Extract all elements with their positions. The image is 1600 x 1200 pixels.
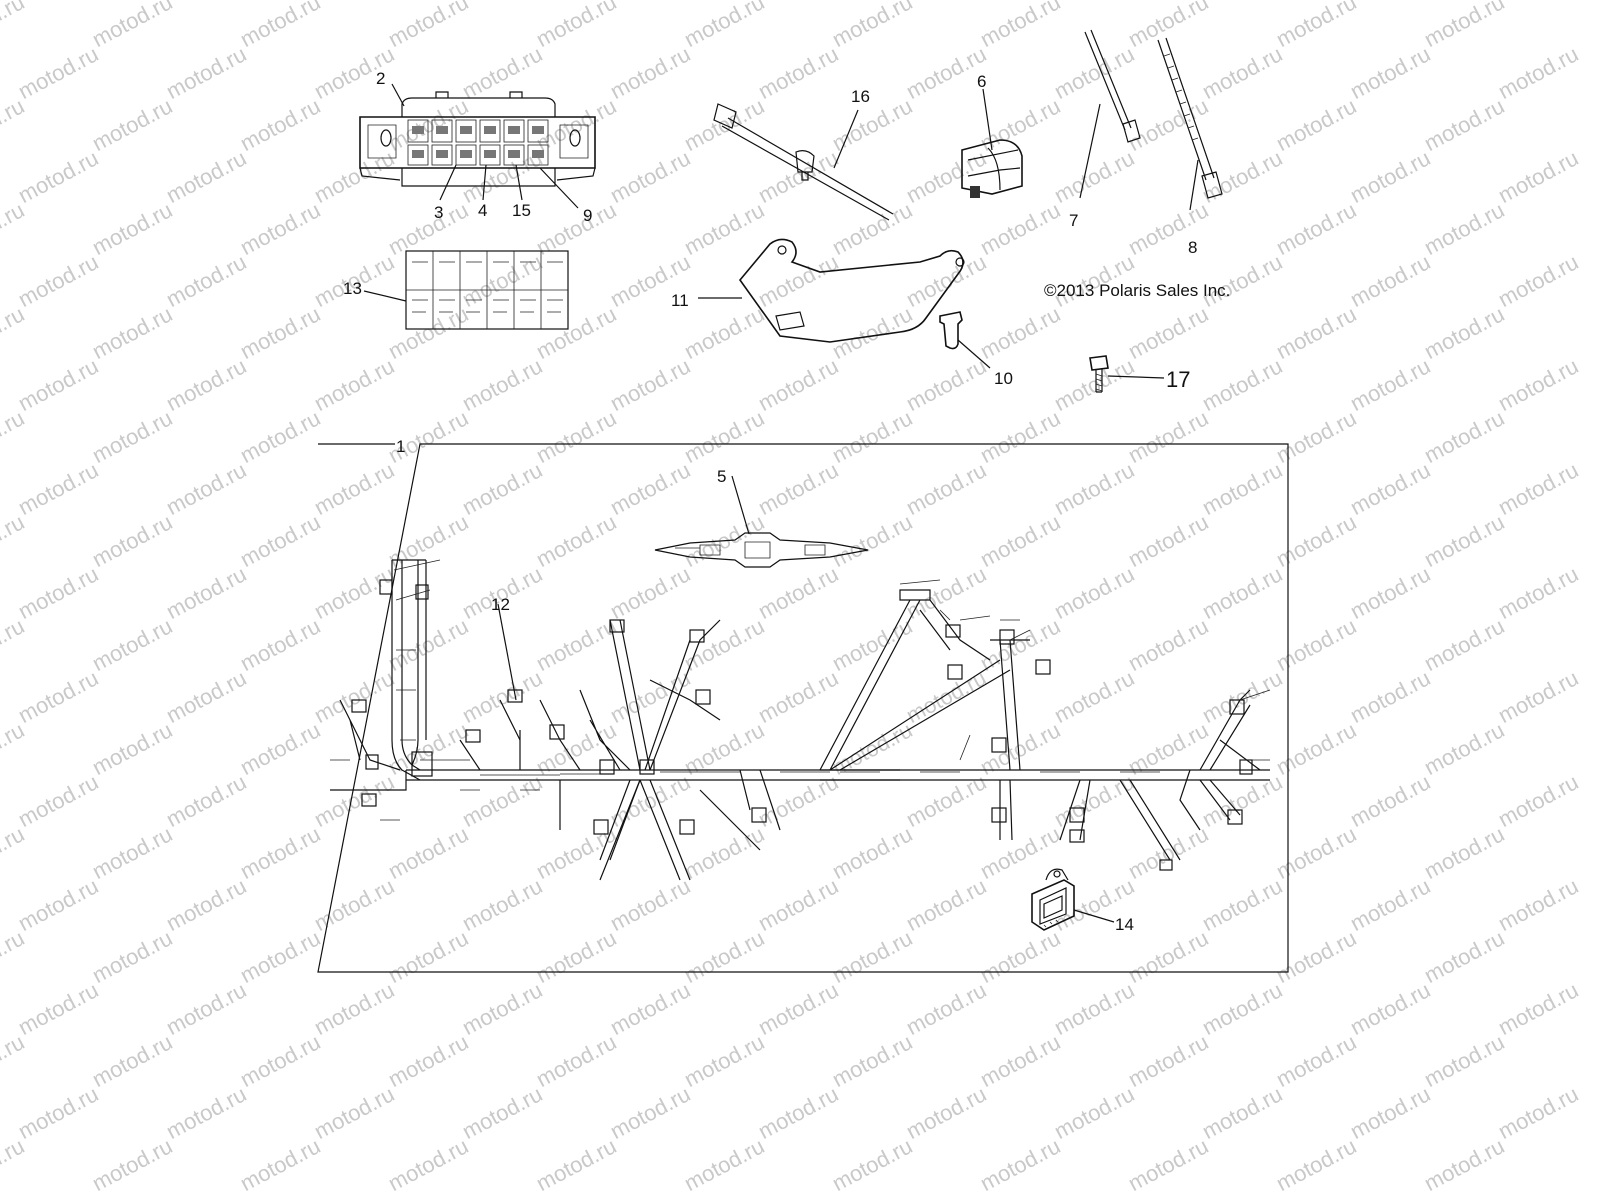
connector-cap-icon[interactable]	[1031, 868, 1115, 931]
callout-14: 14	[1115, 915, 1134, 934]
callout-11: 11	[671, 291, 689, 310]
callout-9: 9	[583, 206, 592, 225]
push-rivet-icon[interactable]	[939, 311, 991, 369]
callout-16: 16	[851, 87, 870, 106]
cable-tie-with-clip-icon[interactable]	[713, 103, 894, 221]
callout-4: 4	[478, 201, 487, 220]
bracket-icon[interactable]	[698, 238, 965, 343]
callout-12: 12	[491, 595, 510, 614]
callout-17: 17	[1166, 367, 1190, 392]
bolt-icon[interactable]	[1089, 355, 1165, 393]
callout-1: 1	[396, 437, 405, 456]
callout-3: 3	[434, 203, 443, 222]
callout-2: 2	[376, 69, 385, 88]
cable-tie-icon[interactable]	[1079, 29, 1141, 199]
wiring-harness-icon[interactable]	[819, 579, 1271, 871]
cable-tie-icon[interactable]	[1157, 37, 1223, 211]
callout-10: 10	[994, 369, 1013, 388]
harness-connector-icon[interactable]	[654, 475, 869, 568]
fuse-box-icon[interactable]	[359, 83, 596, 209]
wiring-harness-frame	[317, 443, 1289, 973]
copyright-notice: ©2013 Polaris Sales Inc.	[1044, 281, 1230, 300]
connector-clip-icon[interactable]	[961, 88, 1023, 198]
callout-7: 7	[1069, 211, 1078, 230]
fuse-label-icon[interactable]	[363, 250, 569, 330]
callout-6: 6	[977, 72, 986, 91]
fuse-slot-grid	[407, 119, 549, 166]
callout-13: 13	[343, 279, 362, 298]
callout-8: 8	[1188, 238, 1197, 257]
callout-5: 5	[717, 467, 726, 486]
wiring-harness-icon[interactable]	[330, 559, 900, 881]
callout-15: 15	[512, 201, 531, 220]
